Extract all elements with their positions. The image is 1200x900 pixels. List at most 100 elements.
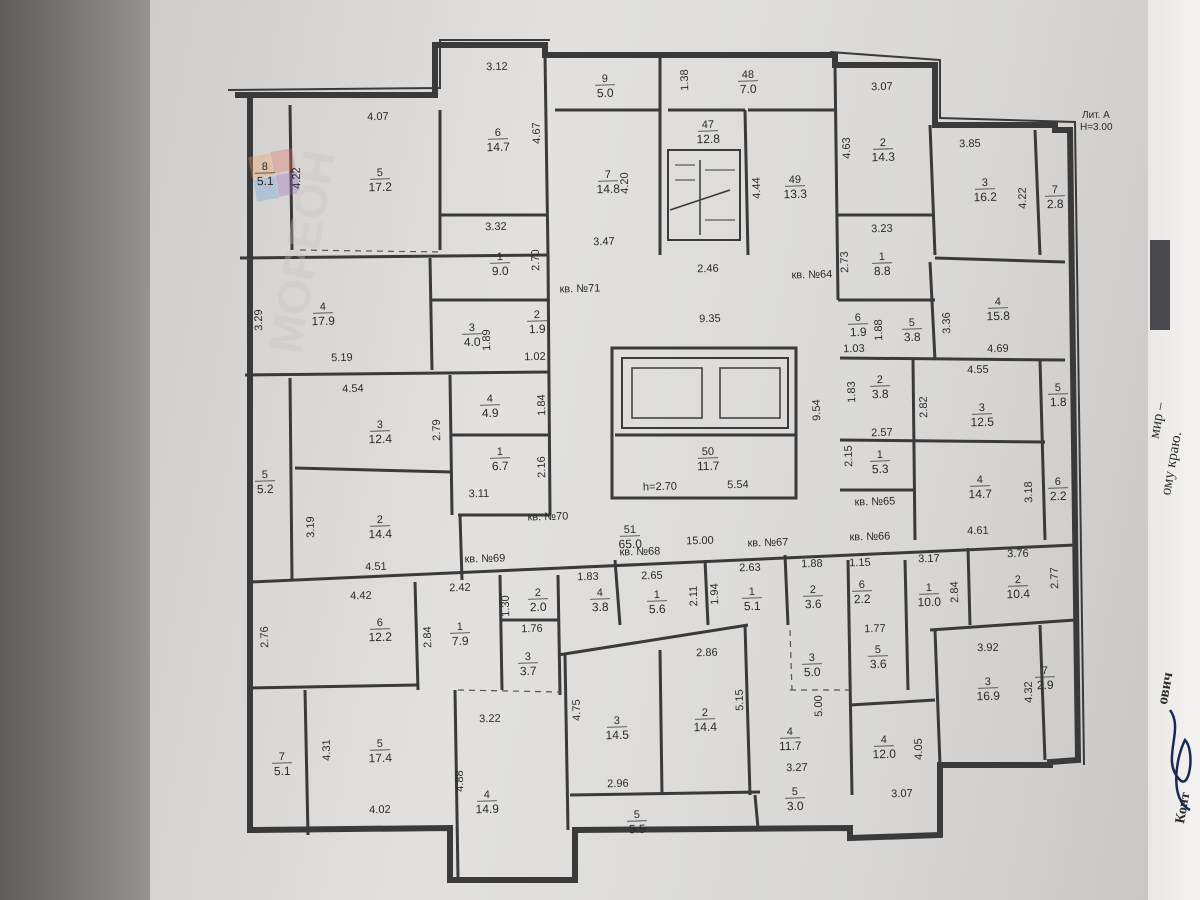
room-number: 3	[614, 715, 620, 727]
room-number: 5	[909, 317, 915, 329]
dimension-label: 1.77	[864, 623, 886, 636]
room-label: 53.0	[785, 786, 806, 813]
room-number: 49	[789, 174, 802, 186]
room-divider	[873, 148, 894, 150]
document-tab	[1150, 240, 1170, 330]
room-area: 7.0	[740, 82, 757, 96]
room-number: 4	[977, 474, 983, 486]
dimension-label: 2.76	[259, 626, 272, 648]
room-divider	[527, 320, 548, 322]
room-label: 316.9	[976, 676, 1000, 704]
room-label: 95.0	[595, 73, 616, 100]
dimension-label: 1.38	[679, 69, 692, 91]
room-divider	[488, 138, 509, 140]
room-area: 5.0	[804, 665, 821, 679]
room-number: 48	[742, 69, 755, 81]
room-number: 3	[377, 419, 383, 431]
room-divider	[370, 628, 391, 630]
room-area: 14.3	[871, 150, 895, 165]
plan-header: Лит. А H=3.00	[1080, 110, 1113, 133]
dimension-label: 2.73	[839, 251, 852, 273]
dimension-label: 4.54	[342, 383, 364, 396]
room-number: 1	[877, 449, 883, 461]
room-number: 2	[877, 374, 883, 386]
dimension-label: 3.32	[485, 221, 507, 234]
apt-70-label: кв. №70	[527, 510, 568, 523]
room-label: 414.7	[968, 474, 992, 501]
dimension-label: 2.84	[422, 626, 435, 648]
dimension-label: 1.02	[524, 351, 546, 364]
room-label: 16.7	[490, 446, 511, 473]
room-area: 5.2	[257, 482, 274, 496]
room-divider	[785, 797, 806, 799]
room-divider	[595, 84, 616, 86]
room-label: 412.0	[872, 734, 896, 761]
room-label: 23.8	[870, 374, 891, 401]
room-divider	[785, 185, 806, 187]
room-label: 19.0	[490, 251, 511, 278]
room-area: 6.7	[492, 459, 509, 473]
room-label: 517.4	[368, 738, 392, 765]
room-labels: 85.1517.2614.795.0487.0714.84712.84913.3…	[255, 69, 1069, 836]
room-label: 214.4	[693, 707, 717, 734]
room-divider	[528, 598, 549, 600]
dimension-label: 2.65	[641, 570, 663, 583]
room-label: 15.1	[742, 586, 763, 613]
dimension-label: 4.07	[367, 111, 389, 124]
room-area: 4.9	[482, 406, 499, 420]
room-number: 5	[262, 469, 268, 481]
room-number: 2	[810, 584, 816, 596]
room-divider	[370, 525, 391, 527]
room-divider	[1008, 585, 1029, 587]
dimension-label: 2.84	[949, 581, 962, 603]
room-area: 3.8	[904, 330, 921, 344]
dimension-label: 3.27	[786, 762, 808, 775]
dimension-label: 2.15	[843, 445, 856, 467]
room-number: 3	[985, 676, 991, 688]
room-label: 72.9	[1035, 665, 1056, 692]
room-area: 1.9	[529, 322, 546, 336]
room-divider	[972, 413, 993, 415]
room-divider	[780, 737, 801, 739]
room-area: 4.0	[464, 335, 481, 349]
dimension-label: 1.76	[521, 623, 543, 636]
room-number: 5	[792, 786, 798, 798]
room-number: 6	[859, 579, 865, 591]
room-number: 1	[497, 446, 503, 458]
dashed-lines	[299, 249, 850, 693]
room-number: 4	[787, 726, 793, 738]
dimension-label: 1.89	[481, 329, 494, 351]
room-divider	[870, 385, 891, 387]
dimension-label: 1.03	[843, 343, 865, 356]
room-area: 3.8	[872, 387, 889, 401]
room-divider	[477, 800, 498, 802]
room-label: 487.0	[738, 69, 759, 96]
room-number: 4	[995, 296, 1001, 308]
room-number: 5	[377, 167, 383, 179]
room-number: 7	[605, 169, 611, 181]
dimension-label: 3.17	[918, 553, 940, 566]
signature	[1168, 709, 1192, 812]
room-number: 1	[926, 582, 932, 594]
room-area: 2.9	[1037, 678, 1054, 692]
room-number: 2	[1015, 574, 1021, 586]
height-label: H=3.00	[1080, 122, 1113, 133]
dimension-label: 2.96	[607, 778, 629, 791]
dimension-label: 1.30	[500, 595, 513, 617]
dimension-label: 3.22	[479, 713, 501, 726]
dimension-label: 5.54	[727, 479, 749, 492]
room-area: 5.6	[649, 602, 666, 616]
desk-background	[0, 0, 170, 900]
room-number: 5	[875, 644, 881, 656]
room-number: 6	[377, 617, 383, 629]
room-number: 1	[654, 589, 660, 601]
room-area: 7.9	[452, 634, 469, 648]
room-label: 110.0	[917, 582, 941, 609]
dimension-label: 4.61	[967, 525, 989, 538]
room-number: 5	[1055, 382, 1061, 394]
room-divider	[738, 80, 759, 82]
room-number: 4	[487, 393, 493, 405]
room-area: 16.9	[976, 689, 1000, 704]
dimension-label: 1.15	[849, 557, 871, 570]
room-label: 53.8	[902, 317, 923, 344]
